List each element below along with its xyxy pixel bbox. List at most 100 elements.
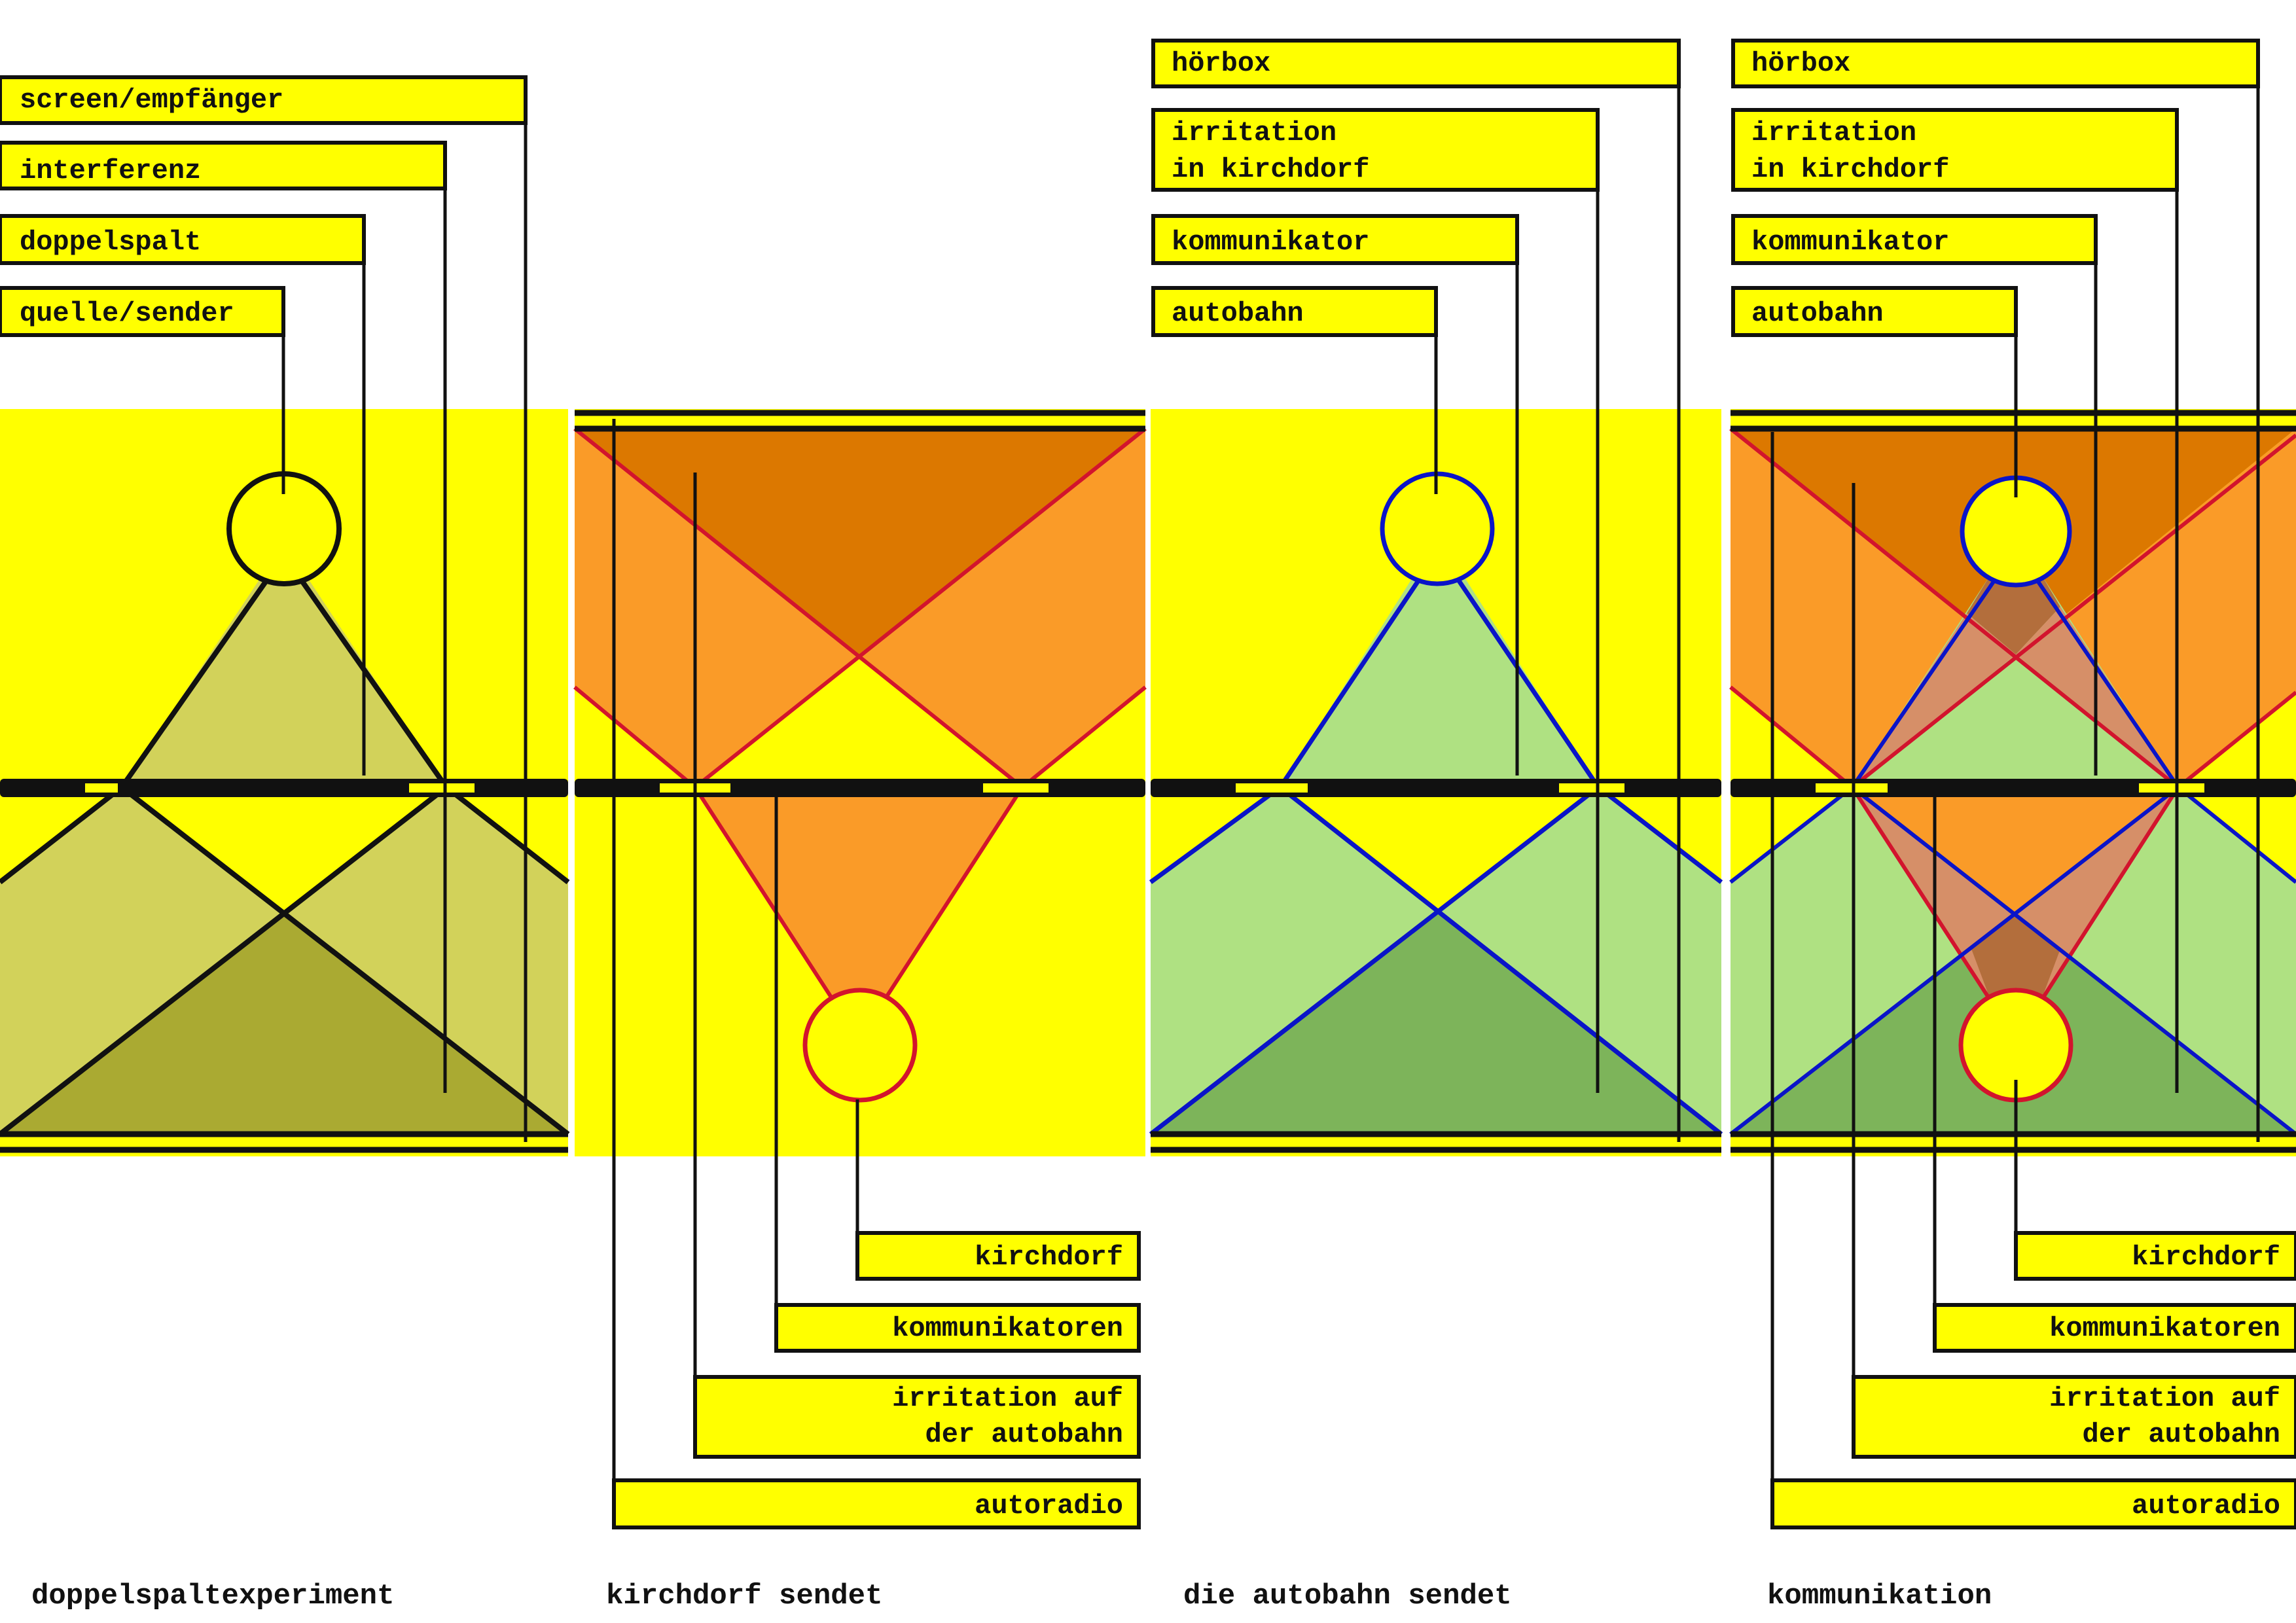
- slit-opening: [1559, 783, 1624, 793]
- label-text: autoradio: [2132, 1490, 2280, 1522]
- slit-opening: [983, 783, 1049, 793]
- beam-line: [1278, 785, 1723, 1136]
- label-text: autobahn: [1172, 298, 1304, 329]
- label-text: kommunikator: [1172, 226, 1369, 258]
- beam-line: [1455, 577, 1600, 789]
- beam-line: [1149, 785, 1282, 884]
- left-slit-cone: [0, 787, 281, 1134]
- label-box: [0, 141, 447, 190]
- label-box: [1770, 1478, 2296, 1529]
- beam-line: [1851, 433, 2296, 789]
- label-text: kommunikator: [1751, 226, 1949, 258]
- beam-line: [693, 786, 836, 1003]
- beam-line: [694, 427, 1147, 789]
- wide-cone-left: [575, 429, 859, 787]
- beam-line: [2177, 690, 2296, 789]
- label-screen-empfaenger: screen/empfänger: [0, 75, 528, 125]
- panel-kirchdorf-sendet: kirchdorf kommunikatoren irritation auf …: [573, 409, 1147, 1613]
- caption: kommunikation: [1767, 1580, 1992, 1613]
- beam-line: [2039, 786, 2180, 1003]
- label-irritation-auf-der-autobahn: irritation auf der autobahn: [1852, 1375, 2296, 1459]
- beam-line: [119, 576, 271, 789]
- label-text: quelle/sender: [20, 298, 234, 329]
- panel-kommunikation: hörbox irritation in kirchdorf kommunika…: [1729, 39, 2296, 1613]
- overlap-zone: [575, 429, 1145, 654]
- beam-line: [1596, 785, 1723, 884]
- label-irritation-in-kirchdorf: irritation in kirchdorf: [1731, 108, 2179, 192]
- beam-line: [1851, 785, 2296, 1136]
- label-text: kommunikatoren: [2049, 1313, 2280, 1344]
- label-box: [0, 286, 285, 337]
- label-text-line2: der autobahn: [925, 1419, 1123, 1450]
- label-text-line1: irritation auf: [2049, 1383, 2280, 1414]
- beam-line: [882, 786, 1024, 1003]
- label-box: [1933, 1303, 2296, 1353]
- label-text: autobahn: [1751, 298, 1884, 329]
- label-text: interferenz: [20, 155, 201, 187]
- slit-opening: [85, 783, 118, 793]
- beam-line: [1021, 685, 1147, 789]
- slit-opening: [1816, 783, 1888, 793]
- label-text-line2: der autobahn: [2083, 1419, 2280, 1450]
- beam-line: [1850, 786, 1993, 1003]
- label-autoradio: autoradio: [1770, 1478, 2296, 1529]
- label-text-line2: in kirchdorf: [1751, 154, 1949, 185]
- slit-opening: [1236, 783, 1308, 793]
- caption: kirchdorf sendet: [606, 1580, 882, 1613]
- caption: doppelspaltexperiment: [31, 1580, 395, 1613]
- panel-die-autobahn-sendet: hörbox irritation in kirchdorf kommunika…: [1149, 39, 1723, 1613]
- label-kirchdorf: kirchdorf: [2014, 1231, 2296, 1281]
- label-autoradio: autoradio: [612, 1478, 1141, 1529]
- beam-line: [444, 785, 570, 885]
- beam-line: [0, 785, 124, 885]
- label-box: [0, 75, 528, 125]
- source-circle: [802, 988, 918, 1103]
- interference-zone: [1151, 913, 1721, 1134]
- caption: die autobahn sendet: [1183, 1580, 1512, 1613]
- slit-opening: [2139, 783, 2204, 793]
- beam-line: [573, 685, 696, 789]
- beam-line: [1149, 785, 1600, 1136]
- label-box: [1151, 214, 1519, 265]
- label-box: [1731, 108, 2179, 192]
- wide-cone-right: [859, 429, 1145, 787]
- beam-line: [0, 785, 448, 1137]
- beam-line: [2177, 785, 2296, 884]
- blend-upper-mid: [1852, 613, 2016, 787]
- label-text: doppelspalt: [20, 226, 201, 258]
- label-box: [1731, 214, 2098, 265]
- label-box: [1731, 286, 2018, 337]
- beam-line: [1729, 785, 1854, 884]
- label-quelle-sender: quelle/sender: [0, 286, 285, 337]
- right-slit-cone: [1437, 787, 1721, 1134]
- label-kommunikator: kommunikator: [1151, 214, 1519, 265]
- beam-line: [2032, 575, 2180, 789]
- label-irritation-in-kirchdorf: irritation in kirchdorf: [1151, 108, 1600, 192]
- label-kommunikatoren: kommunikatoren: [1933, 1303, 2296, 1353]
- beam-line: [1729, 427, 2179, 789]
- right-slit-cone: [281, 787, 568, 1134]
- label-text: screen/empfänger: [20, 84, 283, 116]
- label-hoerbox: hörbox: [1731, 39, 2260, 88]
- beam-line: [297, 576, 449, 789]
- beam-line: [120, 785, 570, 1137]
- label-autobahn: autobahn: [1151, 286, 1438, 337]
- label-box: [1151, 286, 1438, 337]
- label-text-line2: in kirchdorf: [1172, 154, 1369, 185]
- beam-line: [1729, 685, 1854, 789]
- label-text: hörbox: [1751, 48, 1850, 79]
- label-box: [693, 1375, 1141, 1459]
- label-box: [2014, 1231, 2296, 1281]
- label-box: [1852, 1375, 2296, 1459]
- beam-line: [1278, 577, 1422, 789]
- blend-upper-left: [1967, 576, 2060, 654]
- label-box: [0, 214, 366, 265]
- label-text: kommunikatoren: [892, 1313, 1123, 1344]
- label-interferenz: interferenz: [0, 141, 447, 190]
- label-doppelspalt: doppelspalt: [0, 214, 366, 265]
- left-slit-cone: [1151, 787, 1437, 1134]
- beam-line: [573, 427, 1024, 789]
- beam-line: [1850, 575, 2000, 789]
- label-autobahn: autobahn: [1731, 286, 2018, 337]
